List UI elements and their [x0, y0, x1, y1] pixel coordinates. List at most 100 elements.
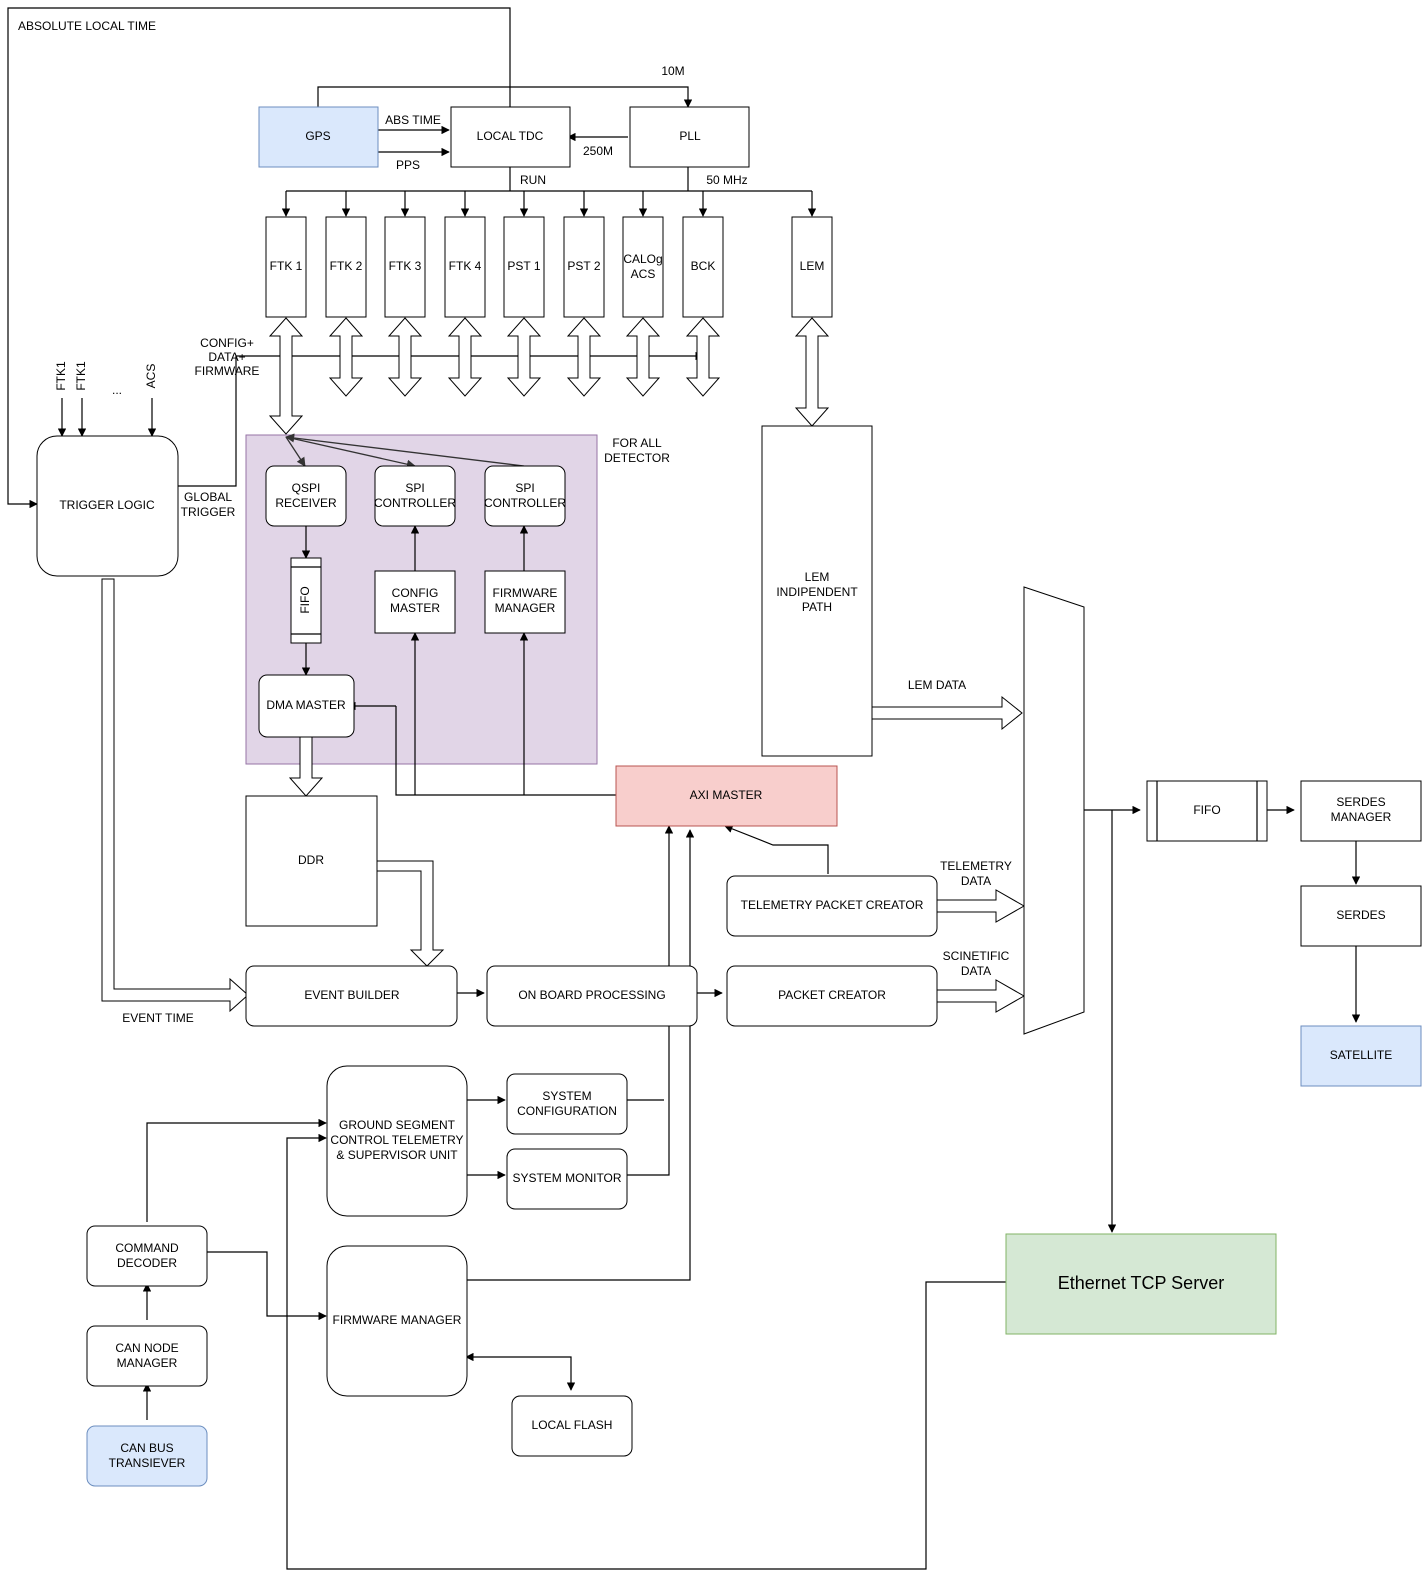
config-data-firmware-label-3: FIRMWARE	[195, 364, 260, 378]
lem-path-label-2: INDIPENDENT	[776, 585, 858, 599]
two-fifty-m-label: 250M	[583, 144, 613, 158]
pll-block	[629, 106, 750, 168]
annotations: ABSOLUTE LOCAL TIME 10M ABS TIME PPS 250…	[18, 19, 1012, 1025]
abs-time-label: ABS TIME	[385, 113, 441, 127]
spi1-label-2: CONTROLLER	[374, 496, 456, 510]
scientific-data-label-1: SCINETIFIC	[943, 949, 1010, 963]
trigger-input-ftk1-b: FTK1	[74, 361, 88, 391]
pst1-block	[503, 216, 545, 318]
fifo-output-label: FIFO	[1193, 803, 1220, 817]
ground-segment-block	[326, 1065, 468, 1217]
can-node-manager-block	[86, 1325, 208, 1387]
pst2-block	[563, 216, 605, 318]
fwm-label-2: MANAGER	[495, 601, 556, 615]
can-bus-label-2: TRANSIEVER	[109, 1456, 186, 1470]
scientific-data-label-2: DATA	[961, 964, 991, 978]
qspi-label-1: QSPI	[292, 481, 321, 495]
ftk3-label: FTK 3	[389, 259, 422, 273]
system-monitor-block	[506, 1148, 628, 1210]
serdes-label: SERDES	[1336, 908, 1385, 922]
ethernet-label: Ethernet TCP Server	[1058, 1273, 1224, 1293]
event-builder-label: EVENT BUILDER	[304, 988, 399, 1002]
satellite-label: SATELLITE	[1330, 1048, 1392, 1062]
lem-path-label-3: PATH	[802, 600, 832, 614]
config-master-label-2: MASTER	[390, 601, 440, 615]
for-all-detector-label-2: DETECTOR	[604, 451, 670, 465]
bck-block	[682, 216, 724, 318]
can-mgr-label-2: MANAGER	[117, 1356, 178, 1370]
cmd-label-2: DECODER	[117, 1256, 177, 1270]
system-configuration-block	[506, 1073, 628, 1135]
dma-master-label: DMA MASTER	[266, 698, 346, 712]
qspi-receiver-block	[265, 465, 347, 527]
ftk1-block	[265, 216, 307, 318]
qspi-label-2: RECEIVER	[275, 496, 337, 510]
ftk2-block	[325, 216, 367, 318]
serdes-manager-label-1: SERDES	[1336, 795, 1385, 809]
acs-label: ACS	[631, 267, 656, 281]
telemetry-data-label-1: TELEMETRY	[940, 859, 1012, 873]
pll-label: PLL	[679, 129, 701, 143]
sys-mon-label: SYSTEM MONITOR	[512, 1171, 621, 1185]
trigger-logic-label: TRIGGER LOGIC	[59, 498, 155, 512]
lem-path-label-1: LEM	[805, 570, 830, 584]
event-time-label: EVENT TIME	[122, 1011, 194, 1025]
serdes-manager-label-2: MANAGER	[1331, 810, 1392, 824]
pst2-label: PST 2	[567, 259, 600, 273]
spi-controller-2-block	[484, 465, 566, 527]
ddr-label: DDR	[298, 853, 324, 867]
lem-label: LEM	[800, 259, 825, 273]
pst1-label: PST 1	[507, 259, 540, 273]
lem-block	[791, 216, 833, 318]
local-flash-block	[511, 1395, 633, 1457]
local-tdc-block	[450, 106, 571, 168]
config-master-block	[374, 570, 456, 634]
ground-label-2: CONTROL TELEMETRY	[330, 1133, 463, 1147]
serdes-manager-block	[1300, 780, 1422, 842]
ftk1-label: FTK 1	[270, 259, 303, 273]
wide-bus-arrows	[101, 317, 1026, 1013]
global-trigger-label-1: GLOBAL	[184, 490, 232, 504]
fwm-label-1: FIRMWARE	[493, 586, 558, 600]
on-board-processing-block	[486, 965, 698, 1027]
can-bus-label-1: CAN BUS	[120, 1441, 173, 1455]
bck-label: BCK	[691, 259, 716, 273]
sys-conf-label-1: SYSTEM	[542, 1089, 591, 1103]
fifo-vertical-block	[290, 557, 322, 644]
fw-manager-label: FIRMWARE MANAGER	[333, 1313, 462, 1327]
lem-data-label: LEM DATA	[908, 678, 966, 692]
ddr-block	[245, 795, 378, 927]
telemetry-data-label-2: DATA	[961, 874, 991, 888]
command-decoder-block	[86, 1225, 208, 1287]
can-bus-transiever-block	[86, 1425, 208, 1487]
firmware-manager-block	[326, 1245, 468, 1397]
trigger-input-acs: ACS	[144, 364, 158, 389]
serdes-block	[1300, 885, 1422, 947]
fifo-output-block	[1146, 780, 1268, 842]
spi1-label-1: SPI	[405, 481, 424, 495]
gps-label: GPS	[305, 129, 330, 143]
ethernet-tcp-server-block	[1005, 1233, 1277, 1335]
lem-path-block	[761, 425, 873, 757]
trigger-logic-block	[36, 435, 179, 577]
ten-m-label: 10M	[661, 64, 684, 78]
config-data-firmware-label-1: CONFIG+	[200, 336, 254, 350]
local-tdc-label: LOCAL TDC	[477, 129, 544, 143]
trigger-input-ftk1-a: FTK1	[54, 361, 68, 391]
can-mgr-label-1: CAN NODE	[115, 1341, 178, 1355]
fifty-mhz-label: 50 MHz	[706, 173, 747, 187]
packet-creator-label: PACKET CREATOR	[778, 988, 886, 1002]
local-flash-label: LOCAL FLASH	[532, 1418, 613, 1432]
connectors	[7, 7, 1361, 1570]
global-trigger-label-2: TRIGGER	[181, 505, 236, 519]
ground-label-3: & SUPERVISOR UNIT	[336, 1148, 458, 1162]
telemetry-creator-label: TELEMETRY PACKET CREATOR	[741, 898, 924, 912]
absolute-local-time-label: ABSOLUTE LOCAL TIME	[18, 19, 156, 33]
ftk4-label: FTK 4	[449, 259, 482, 273]
cmd-label-1: COMMAND	[115, 1241, 179, 1255]
spi2-label-1: SPI	[515, 481, 534, 495]
pps-label: PPS	[396, 158, 420, 172]
axi-master-label: AXI MASTER	[690, 788, 763, 802]
spi-controller-1-block	[374, 465, 456, 527]
ground-label-1: GROUND SEGMENT	[339, 1118, 456, 1132]
